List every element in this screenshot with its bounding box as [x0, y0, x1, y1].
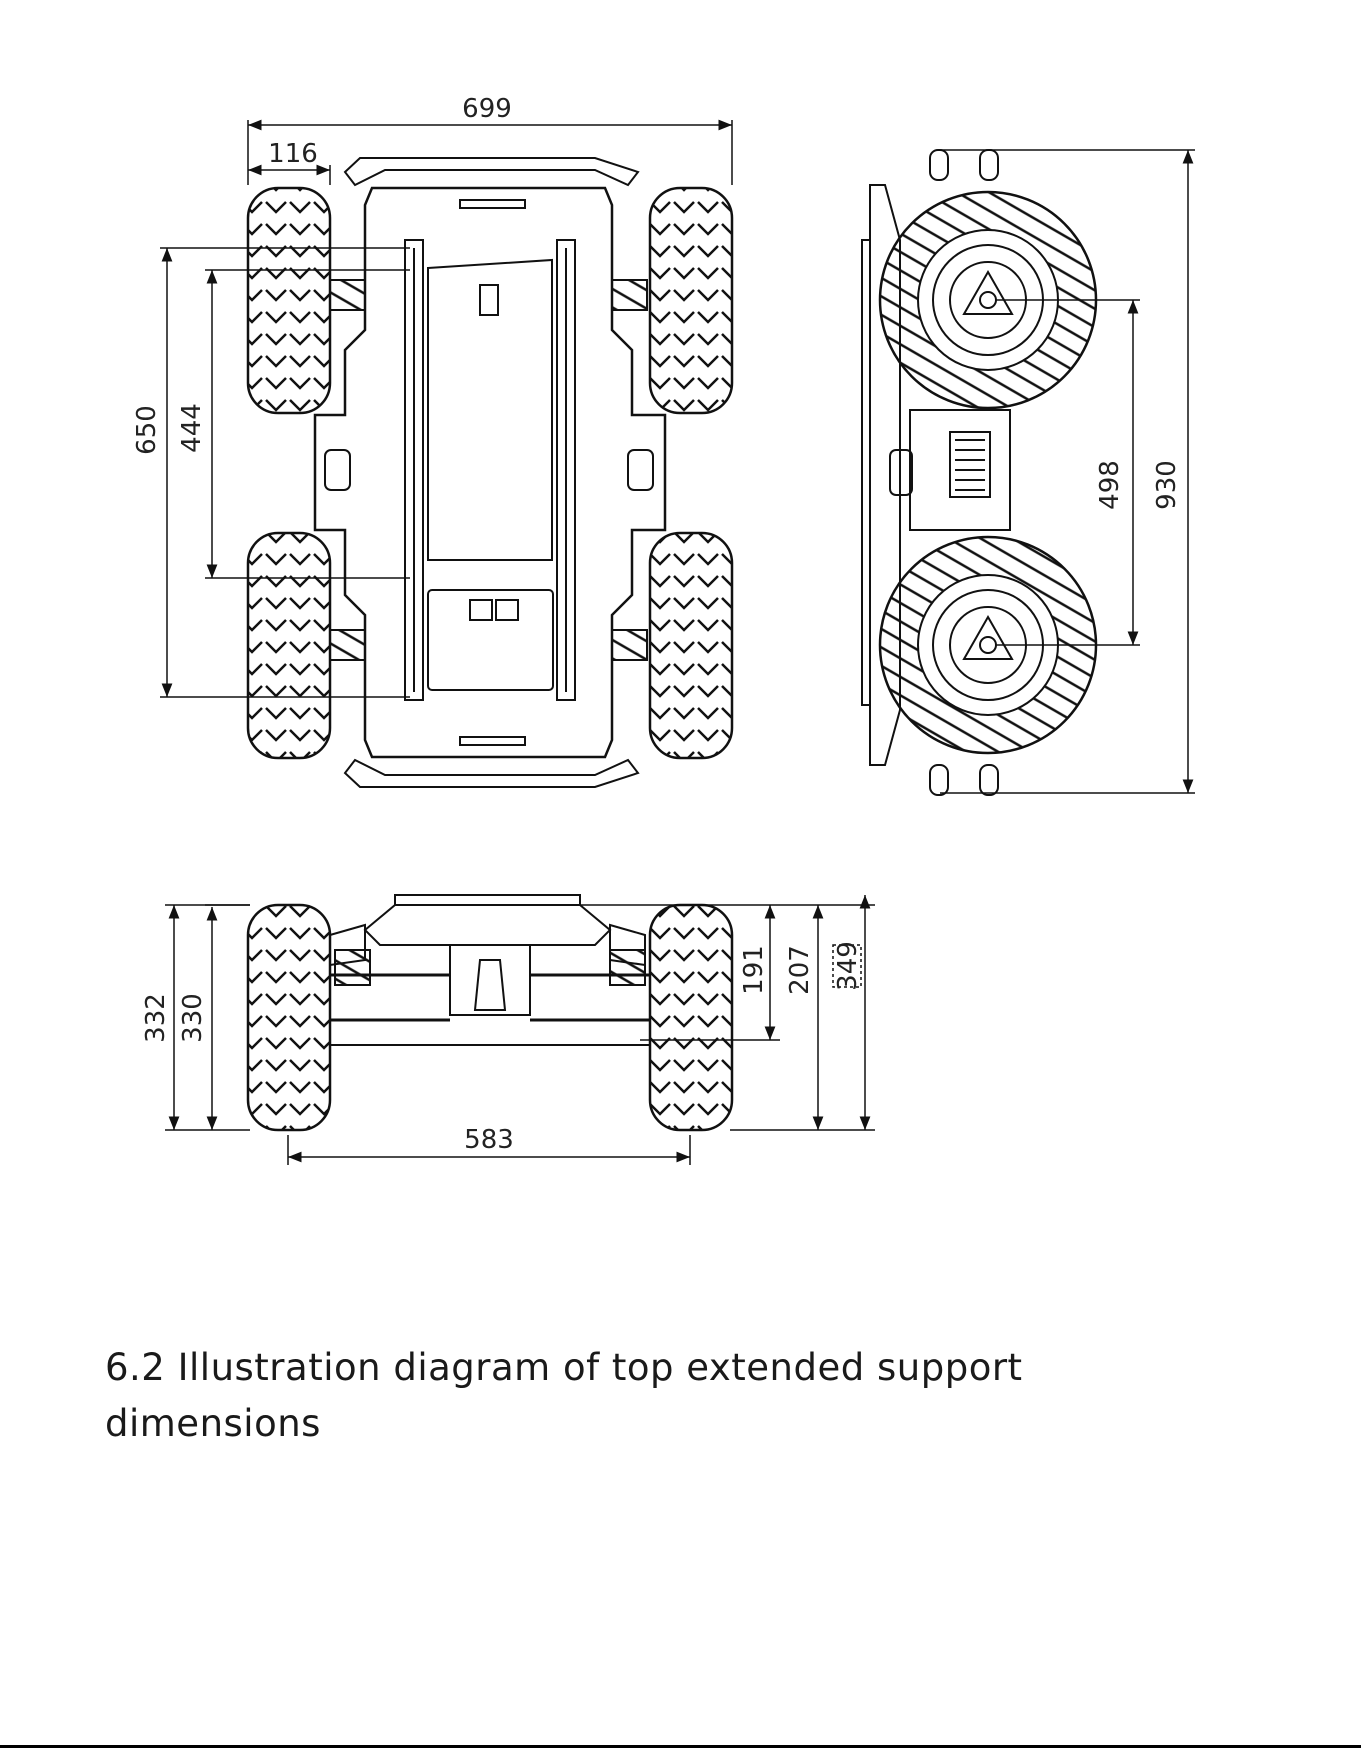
heading-line-1: 6.2 Illustration diagram of top extended… — [105, 1346, 1023, 1389]
wheel-front-right — [650, 188, 732, 413]
dim-inner-length: 444 — [177, 403, 207, 453]
dim-outer-length: 650 — [132, 405, 162, 455]
side-view — [862, 150, 1096, 795]
wheel-rear-left — [248, 533, 330, 758]
top-view-dimensions — [160, 120, 732, 697]
rear-bumper — [345, 760, 638, 787]
front-wheel-right — [650, 905, 732, 1130]
dim-height-332: 332 — [141, 993, 171, 1043]
front-bumper — [345, 158, 638, 185]
dim-height-349: 349 — [833, 941, 863, 991]
dim-overall-length: 930 — [1152, 460, 1182, 510]
top-view — [248, 158, 732, 787]
control-panel — [428, 590, 553, 690]
dim-wheelbase: 498 — [1095, 460, 1125, 510]
footer-rule — [0, 1745, 1361, 1748]
dim-height-330: 330 — [178, 993, 208, 1043]
front-wheel-left — [248, 905, 330, 1130]
chassis — [315, 188, 665, 757]
wheel-rear-right — [650, 533, 732, 758]
wheel-front-left — [248, 188, 330, 413]
dim-track-width: 583 — [464, 1125, 514, 1155]
heading-line-2: dimensions — [105, 1402, 321, 1445]
front-view — [248, 895, 732, 1130]
dim-wheel-width: 116 — [268, 139, 318, 169]
section-heading: 6.2 Illustration diagram of top extended… — [105, 1340, 1105, 1452]
dim-height-207: 207 — [785, 945, 815, 995]
dim-overall-width: 699 — [462, 94, 512, 124]
dim-height-191: 191 — [739, 945, 769, 995]
